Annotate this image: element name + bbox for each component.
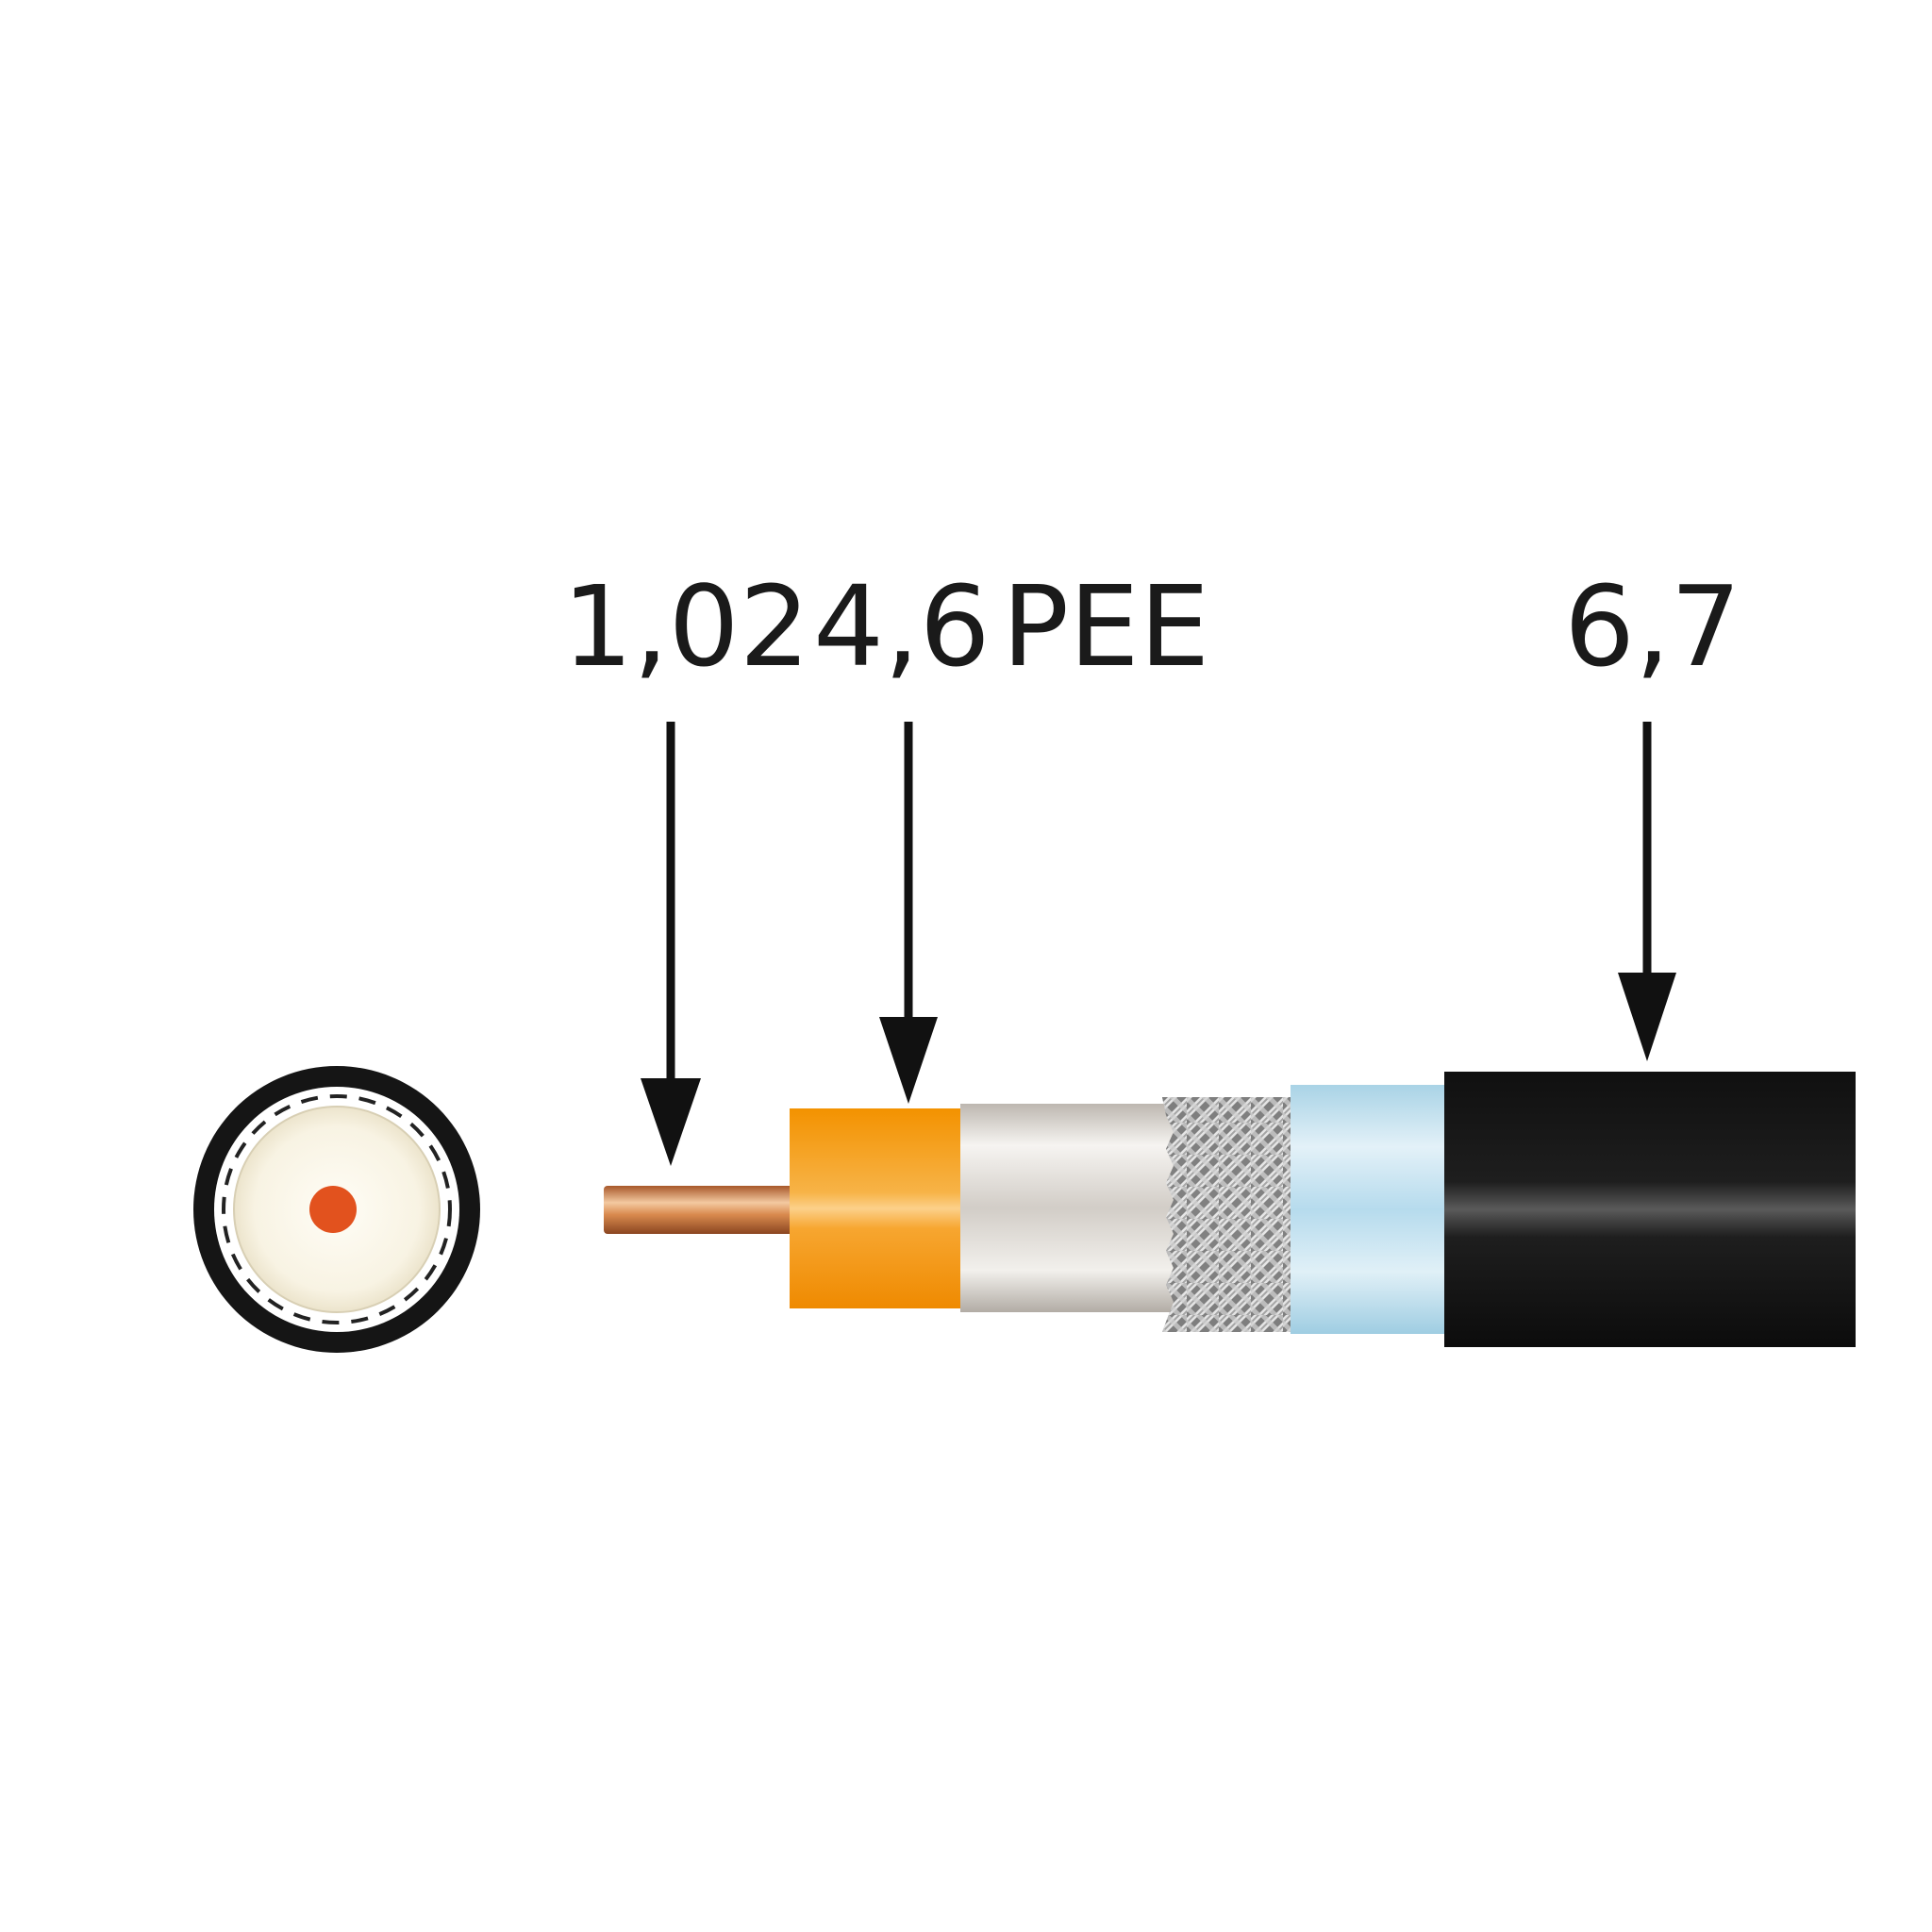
dimension-labels: 1,02 4,6 PEE 6,7 bbox=[562, 561, 1741, 691]
dielectric-material-label: PEE bbox=[1002, 561, 1209, 691]
end-view-dashed-braid bbox=[222, 1094, 452, 1324]
dielectric-layer bbox=[790, 1108, 964, 1308]
arrow-dielectric bbox=[879, 722, 938, 1104]
jacket-diameter-label: 6,7 bbox=[1564, 561, 1741, 691]
foil-shield-layer bbox=[960, 1104, 1174, 1312]
cable-end-view bbox=[193, 1066, 480, 1353]
inner-conductor bbox=[604, 1186, 807, 1234]
cable-side-view bbox=[604, 1072, 1856, 1347]
braid-shield-layer bbox=[1162, 1097, 1294, 1332]
dielectric-diameter-label: 4,6 bbox=[813, 561, 991, 691]
arrow-jacket bbox=[1618, 722, 1676, 1061]
arrow-conductor bbox=[641, 722, 701, 1166]
outer-jacket bbox=[1444, 1072, 1856, 1347]
conductor-diameter-label: 1,02 bbox=[562, 561, 810, 691]
end-view-center-conductor bbox=[309, 1186, 357, 1233]
dimension-arrows bbox=[641, 722, 1676, 1166]
tape-layer bbox=[1291, 1085, 1447, 1334]
